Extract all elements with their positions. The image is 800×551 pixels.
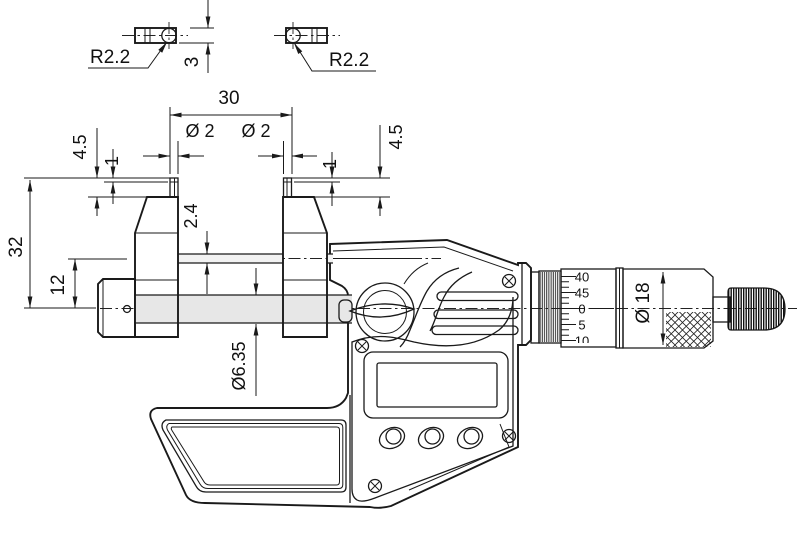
scale-value: 10 xyxy=(575,334,589,349)
front-plate xyxy=(351,296,514,502)
housing-top-edge-line xyxy=(332,246,514,272)
lcd-screen xyxy=(376,362,498,408)
dim-label: 12 xyxy=(48,274,69,295)
dim-tip-diameter-left: Ø 2 xyxy=(143,121,215,174)
dim-thimble-diameter: Ø 18 xyxy=(633,272,666,345)
lever-ring xyxy=(355,282,415,342)
sleeve-neck xyxy=(530,271,540,344)
dim-label: 3 xyxy=(182,57,203,68)
jaw-left xyxy=(134,177,179,338)
guide-rod xyxy=(178,253,333,264)
dim-label: 4.5 xyxy=(386,124,406,149)
dim-label: 30 xyxy=(218,88,239,109)
scale-value: 45 xyxy=(575,286,589,301)
dim-label: 4.5 xyxy=(70,134,90,159)
dim-jaw-span: 30 xyxy=(169,88,293,174)
screws xyxy=(354,273,517,494)
function-button xyxy=(378,426,406,450)
lcd-display xyxy=(363,351,509,419)
thimble xyxy=(622,268,714,349)
spindle-edges xyxy=(135,294,352,324)
thumb-swoosh xyxy=(399,262,473,348)
dim-label: Ø 18 xyxy=(633,282,654,323)
tip-radius-circle-left xyxy=(161,27,177,44)
ratchet-knob xyxy=(727,287,786,331)
thimble-scale: 40 45 0 5 10 xyxy=(561,270,614,349)
lever-tab xyxy=(338,299,353,323)
grip-plate xyxy=(161,419,347,493)
dim-tip-length-left: 4.5 xyxy=(70,128,147,216)
scale-value: 0 xyxy=(578,302,585,317)
screw-icon xyxy=(367,478,383,494)
dim-label: Ø6.35 xyxy=(229,341,249,390)
dim-label: 32 xyxy=(6,236,27,257)
detail-view-left-tip xyxy=(134,27,177,44)
function-button xyxy=(417,426,445,450)
dim-label: R2.2 xyxy=(329,50,369,71)
function-buttons xyxy=(378,426,484,450)
sleeve-assembly: 40 45 0 5 10 xyxy=(530,267,786,349)
detail-view-right-tip xyxy=(285,27,328,44)
callout-radius-right: R2.2 xyxy=(291,41,376,72)
lcd-bezel xyxy=(363,351,509,419)
detail-right-centerline xyxy=(274,22,340,49)
dim-body-height: 32 xyxy=(6,177,170,309)
dim-label: 1 xyxy=(320,159,340,169)
screw-icon xyxy=(501,273,517,289)
callout-radius-left: R2.2 xyxy=(88,40,169,69)
function-button xyxy=(456,426,484,450)
centerlines xyxy=(100,22,797,309)
cap-hole xyxy=(122,304,132,314)
screw-icon xyxy=(408,423,517,491)
spindle-fill xyxy=(135,295,352,323)
dim-tip-step-right: 1 xyxy=(294,152,340,206)
scale-value: 5 xyxy=(578,318,585,333)
dim-label: 2.4 xyxy=(181,203,201,228)
dim-tip-diameter-right: Ø 2 xyxy=(241,121,317,174)
dim-anvil-offset: 12 xyxy=(48,258,127,308)
dim-tip-section-width: 3 xyxy=(179,0,214,73)
dimensions: 3 R2.2 R2.2 30 Ø 2 Ø 2 xyxy=(6,0,666,396)
dim-tip-length-right: 4.5 xyxy=(292,124,406,216)
dim-spindle-diameter: Ø6.35 xyxy=(229,268,259,396)
dim-guide-rod-diameter: 2.4 xyxy=(181,203,210,294)
lock-lever xyxy=(338,282,416,342)
screw-icon xyxy=(354,338,370,354)
end-cap xyxy=(97,278,136,338)
detail-left-centerline xyxy=(122,22,188,49)
dim-label: 1 xyxy=(102,156,122,166)
dim-label: Ø 2 xyxy=(185,121,214,141)
scale-value: 40 xyxy=(575,270,589,285)
dim-label: R2.2 xyxy=(90,47,130,68)
jaw-right xyxy=(282,177,328,338)
dim-tip-step-left: 1 xyxy=(102,149,168,204)
grip-ribs xyxy=(431,291,519,336)
dim-label: Ø 2 xyxy=(241,121,270,141)
tip-radius-circle-right xyxy=(285,27,301,44)
thimble-knurl-patch xyxy=(666,312,711,347)
lever-blade xyxy=(348,303,416,318)
